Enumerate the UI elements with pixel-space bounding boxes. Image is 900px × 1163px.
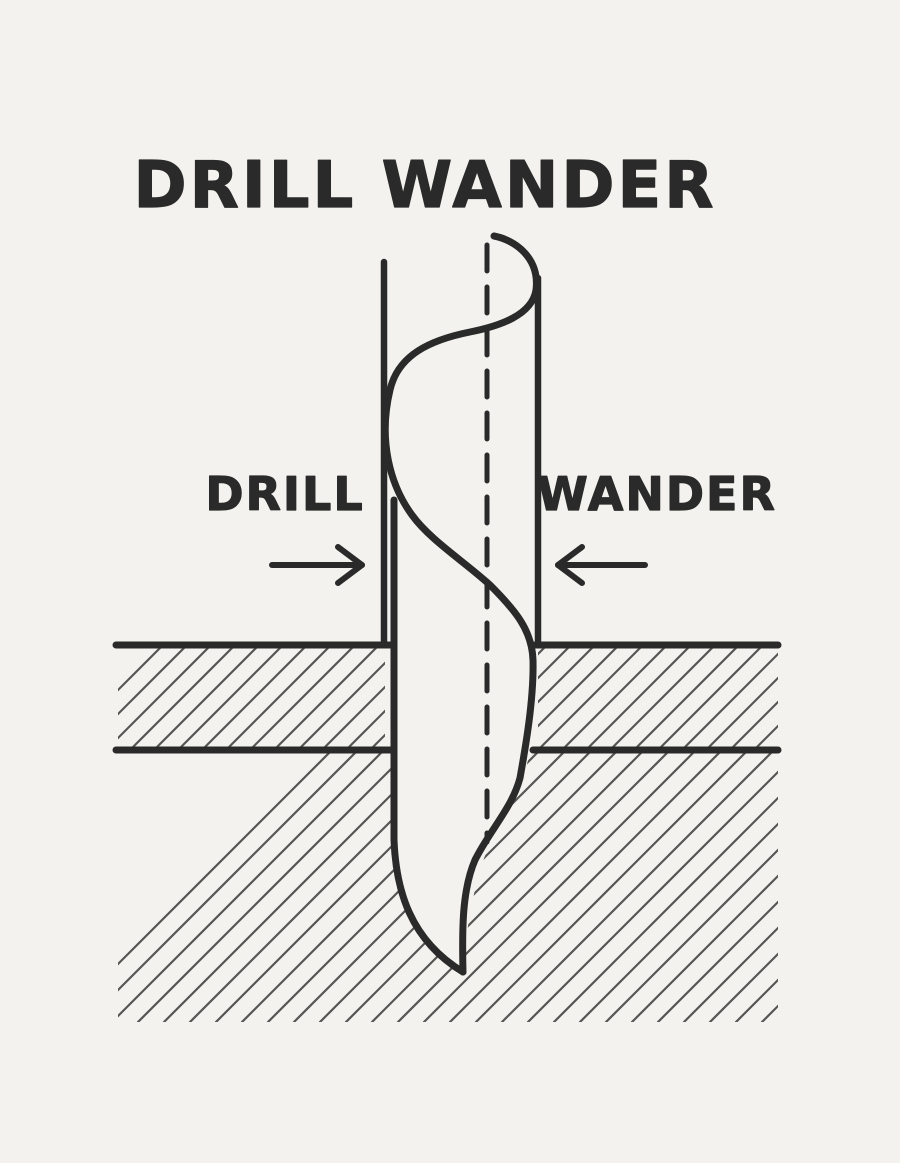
drill-bit-left-edge <box>390 496 467 976</box>
hatch-line <box>202 648 306 748</box>
hatch-line <box>178 648 282 748</box>
hatch-line <box>610 648 714 748</box>
hatch-line <box>708 952 778 1022</box>
hatch-line <box>396 752 670 1022</box>
hatch-line <box>422 752 696 1022</box>
label-left: DRILL <box>205 467 364 521</box>
hatch-line <box>734 978 778 1022</box>
label-right: WANDER <box>537 467 777 521</box>
hatch-line <box>586 648 690 748</box>
hatch-line <box>760 1004 778 1022</box>
hatch-line <box>866 752 900 1022</box>
hatch-line <box>274 648 378 748</box>
hatch-line <box>118 752 332 966</box>
hatch-line <box>754 724 778 748</box>
hatch-line <box>552 796 778 1022</box>
hatch-line <box>526 770 778 1022</box>
drill-bit-fill <box>385 645 538 972</box>
hatch-line <box>226 648 330 748</box>
hatch-line <box>250 648 354 748</box>
hatch-line <box>814 752 900 1022</box>
drill-bit-flute-curve <box>381 232 540 976</box>
hatch-line <box>448 752 722 1022</box>
hatch-line <box>682 926 778 1022</box>
hatch-line <box>118 648 186 716</box>
hatch-line <box>118 752 384 1018</box>
hatch-line <box>852 648 900 748</box>
hatch-line <box>706 676 778 748</box>
hatch-line <box>562 648 666 748</box>
hatch-line <box>154 648 258 748</box>
hatch-line <box>162 752 436 1022</box>
hatch-line <box>804 648 900 748</box>
arrow-right-icon <box>269 544 365 586</box>
hatch-line <box>344 752 618 1022</box>
hatch-line <box>474 752 748 1022</box>
hatch-line <box>876 648 900 748</box>
hatch-line <box>656 900 778 1022</box>
hatch-line <box>682 652 778 748</box>
hatch-line <box>828 648 900 748</box>
hatch-line <box>130 648 234 748</box>
hatch-line <box>578 822 778 1022</box>
hatch-line <box>298 648 402 748</box>
hatch-line <box>780 648 880 748</box>
hatch-line <box>604 848 778 1022</box>
hatch-line <box>118 648 210 740</box>
hatch-line <box>840 752 900 1022</box>
arrow-left-icon <box>555 544 648 586</box>
hatch-line <box>892 752 900 1022</box>
lower-layer-hatching <box>118 752 900 1022</box>
hatch-line <box>788 752 900 1022</box>
hatch-line <box>630 874 778 1022</box>
hatch-line <box>634 648 738 748</box>
hatch-line <box>118 752 358 992</box>
hatch-line <box>538 648 642 748</box>
hatch-line <box>658 648 762 748</box>
hatch-line <box>370 752 644 1022</box>
hatch-line <box>730 700 778 748</box>
hatch-line <box>500 752 774 1022</box>
diagram-title: DRILL WANDER <box>134 149 717 223</box>
hatch-line <box>118 648 162 692</box>
hatch-line <box>136 752 410 1022</box>
